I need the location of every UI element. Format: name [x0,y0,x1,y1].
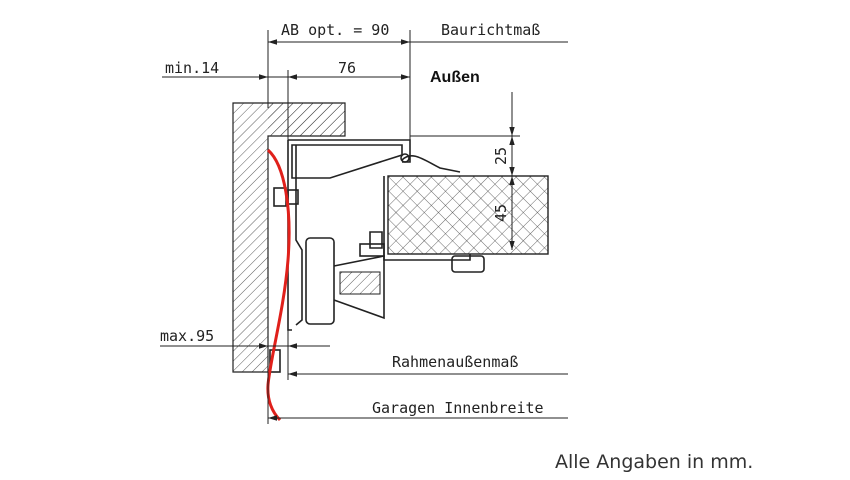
aussen-label: Außen [430,69,480,86]
baurichtmass-label: Baurichtmaß [441,21,540,39]
ab-opt-label: AB opt. = 90 [281,21,389,39]
hinge-bracket [305,231,385,325]
footnote: Alle Angaben in mm. [555,451,753,473]
wall [232,102,346,373]
min14-label: min.14 [165,59,219,77]
dim25-label: 25 [492,147,510,165]
rahmenaussenmass-label: Rahmenaußenmaß [392,353,518,371]
door-panel [383,175,549,273]
seal-line [266,148,291,422]
dim45-label: 45 [492,204,510,222]
dim76-label: 76 [338,59,356,77]
frame-profile [287,139,461,331]
max95-label: max.95 [160,327,214,345]
garagen-innenbreite-label: Garagen Innenbreite [372,399,544,417]
dimension-lines [160,30,568,424]
